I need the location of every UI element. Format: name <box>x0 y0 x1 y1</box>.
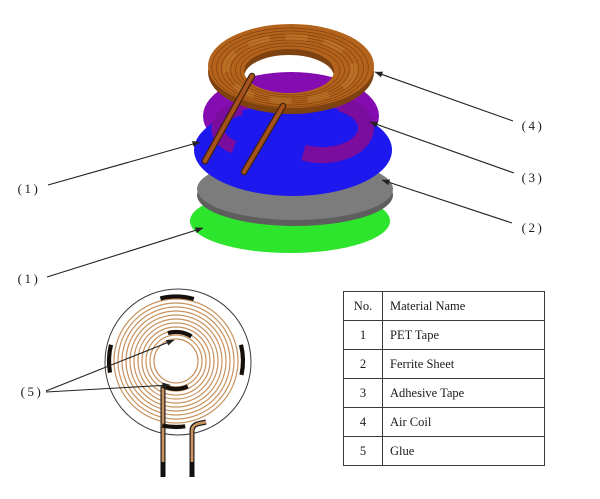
arrow-5-lower <box>45 382 171 393</box>
table-header-row: No. Material Name <box>343 291 545 321</box>
cell-no: 1 <box>343 320 383 350</box>
arrow-4 <box>374 71 514 122</box>
arrow-1-bottom <box>46 227 204 278</box>
cell-material: Glue <box>382 436 545 466</box>
arrow-5-upper <box>45 339 175 392</box>
cell-no: 3 <box>343 378 383 408</box>
callout-label-1-top: (1) <box>17 181 41 196</box>
callout-label-3: (3) <box>521 170 545 185</box>
cell-no: 2 <box>343 349 383 379</box>
cell-material: Ferrite Sheet <box>382 349 545 379</box>
table-row: 1 PET Tape <box>343 320 545 350</box>
cell-no: 5 <box>343 436 383 466</box>
adhesive-arc-right <box>301 95 374 163</box>
table-row: 5 Glue <box>343 436 545 466</box>
exploded-stack-3d <box>190 24 393 253</box>
callout-label-4: (4) <box>521 118 545 133</box>
air-coil-streak <box>223 34 357 104</box>
cell-material: Adhesive Tape <box>382 378 545 408</box>
materials-table: No. Material Name 1 PET Tape 2 Ferrite S… <box>343 291 545 466</box>
callout-label-1-bottom: (1) <box>17 271 41 286</box>
callout-label-2: (2) <box>521 220 545 235</box>
callout-arrows <box>45 71 515 393</box>
arrow-3 <box>369 121 515 174</box>
coil-top-view-2d <box>104 288 252 477</box>
air-coil-windings <box>211 27 369 108</box>
table-row: 3 Adhesive Tape <box>343 378 545 408</box>
header-material-name: Material Name <box>382 291 545 321</box>
cell-material: Air Coil <box>382 407 545 437</box>
coil-outline-circle <box>104 288 252 436</box>
table-row: 2 Ferrite Sheet <box>343 349 545 379</box>
cell-no: 4 <box>343 407 383 437</box>
glue-marks <box>106 294 246 430</box>
header-no: No. <box>343 291 383 321</box>
table-row: 4 Air Coil <box>343 407 545 437</box>
arrow-2 <box>381 179 513 224</box>
callout-label-5: (5) <box>20 384 44 399</box>
coil-leads-2d <box>160 387 207 477</box>
coil-lead-wires <box>201 72 287 176</box>
arrow-1-top <box>47 141 201 186</box>
cell-material: PET Tape <box>382 320 545 350</box>
coil-windings-2d <box>113 298 239 424</box>
